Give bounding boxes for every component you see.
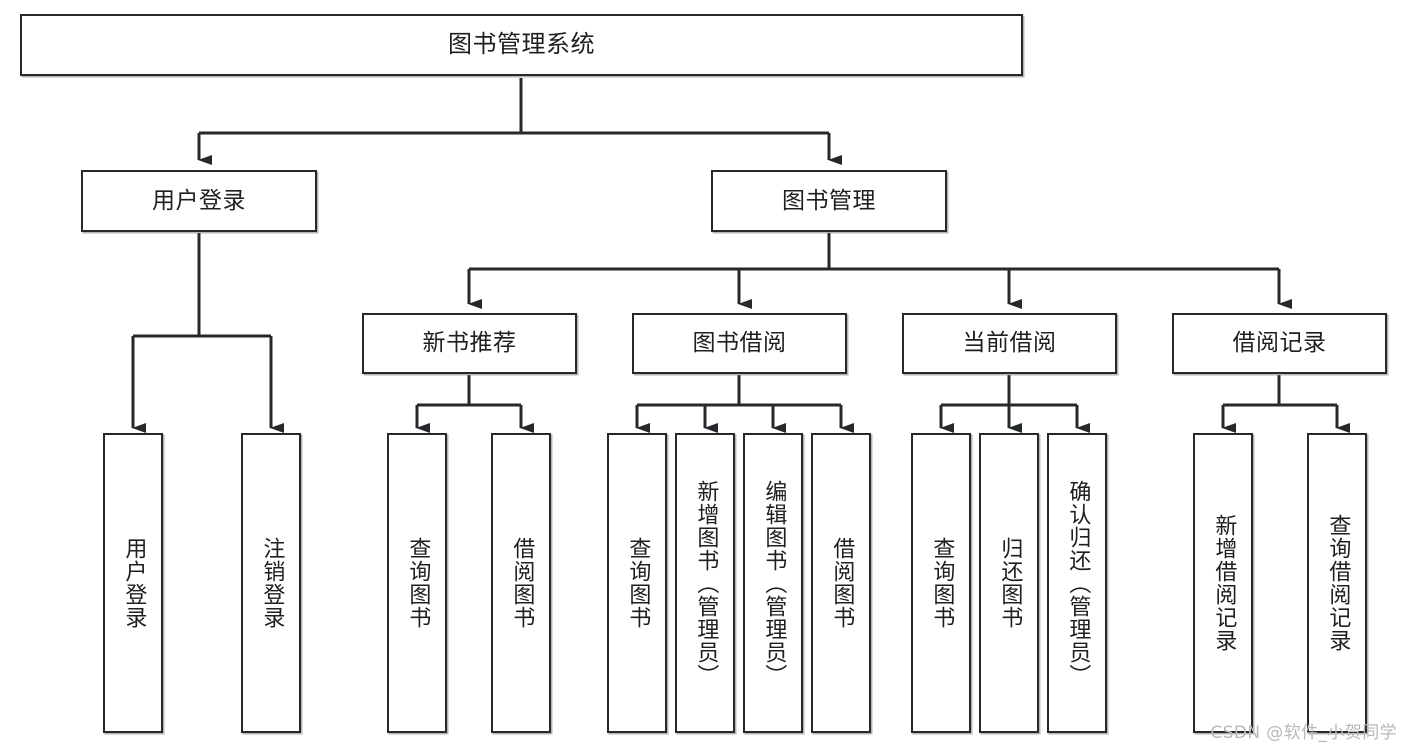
- leaf-logout-login[interactable]: 注销登录: [241, 433, 301, 733]
- node-label: 编辑图书（管理员）: [761, 479, 787, 687]
- node-label: 新书推荐: [422, 330, 517, 357]
- leaf-user-login[interactable]: 用户登录: [103, 433, 163, 733]
- leaf-add-borrow-record[interactable]: 新增借阅记录: [1193, 433, 1253, 733]
- leaf-return-book[interactable]: 归还图书: [979, 433, 1039, 733]
- node-label: 查询图书: [625, 537, 651, 629]
- leaf-query-book-recommend[interactable]: 查询图书: [387, 433, 447, 733]
- leaf-borrow-book[interactable]: 借阅图书: [811, 433, 871, 733]
- node-label: 图书管理系统: [448, 30, 595, 59]
- leaf-edit-book-admin[interactable]: 编辑图书（管理员）: [743, 433, 803, 733]
- node-root-book-management-system[interactable]: 图书管理系统: [20, 14, 1023, 76]
- node-label: 归还图书: [997, 537, 1023, 629]
- leaf-borrow-book-recommend[interactable]: 借阅图书: [491, 433, 551, 733]
- node-label: 用户登录: [152, 187, 246, 214]
- node-label: 注销登录: [259, 537, 285, 629]
- node-new-book-recommend[interactable]: 新书推荐: [362, 313, 577, 374]
- leaf-add-book-admin[interactable]: 新增图书（管理员）: [675, 433, 735, 733]
- node-label: 新增借阅记录: [1211, 514, 1237, 652]
- node-label: 查询图书: [929, 537, 955, 629]
- node-label: 借阅记录: [1232, 330, 1327, 357]
- node-user-login[interactable]: 用户登录: [81, 170, 317, 232]
- leaf-query-book-current[interactable]: 查询图书: [911, 433, 971, 733]
- node-label: 查询图书: [405, 537, 431, 629]
- leaf-query-borrow-record[interactable]: 查询借阅记录: [1307, 433, 1367, 733]
- node-label: 图书管理: [782, 187, 876, 214]
- node-label: 确认归还（管理员）: [1065, 479, 1091, 687]
- node-label: 当前借阅: [962, 330, 1057, 357]
- leaf-confirm-return-admin[interactable]: 确认归还（管理员）: [1047, 433, 1107, 733]
- node-book-management[interactable]: 图书管理: [711, 170, 947, 232]
- node-label: 新增图书（管理员）: [693, 479, 719, 687]
- node-borrow-record[interactable]: 借阅记录: [1172, 313, 1387, 374]
- node-label: 图书借阅: [692, 330, 787, 357]
- node-label: 查询借阅记录: [1325, 514, 1351, 652]
- node-label: 借阅图书: [829, 537, 855, 629]
- node-current-borrow[interactable]: 当前借阅: [902, 313, 1117, 374]
- leaf-query-book-borrow[interactable]: 查询图书: [607, 433, 667, 733]
- node-label: 借阅图书: [509, 537, 535, 629]
- node-label: 用户登录: [121, 537, 147, 629]
- watermark: CSDN @软件_小贺同学: [1210, 723, 1397, 743]
- node-book-borrow[interactable]: 图书借阅: [632, 313, 847, 374]
